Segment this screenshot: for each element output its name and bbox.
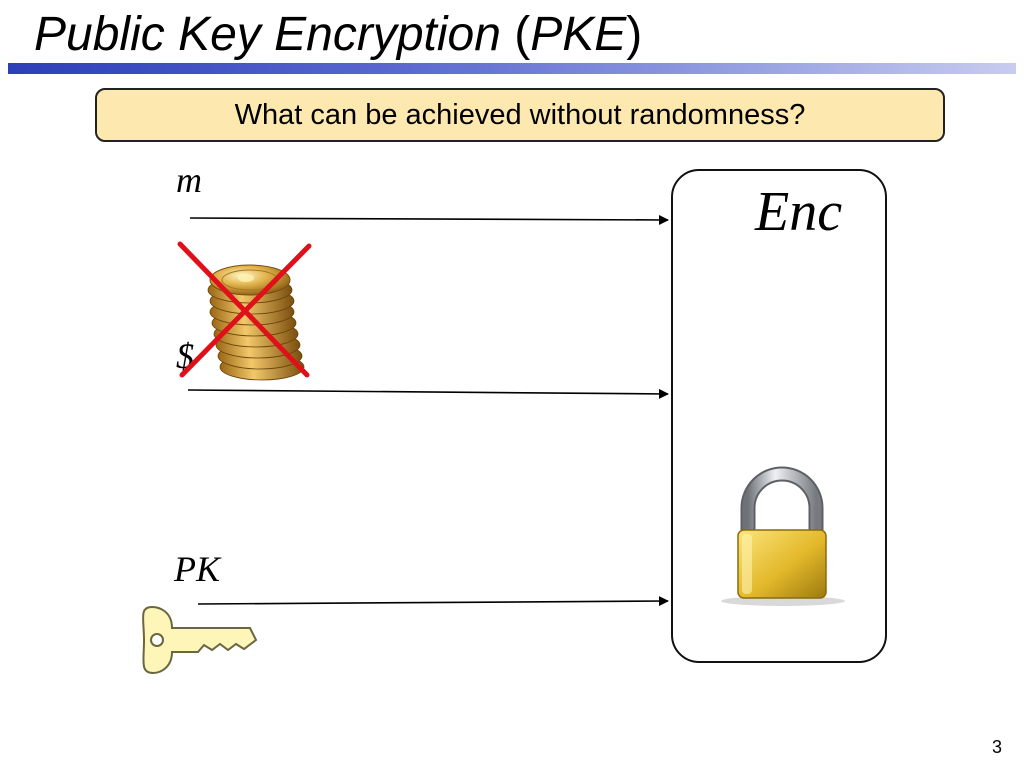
- title-underline: [8, 63, 1016, 74]
- title-main: Public Key Encryption: [34, 8, 501, 61]
- arrow-pk: [197, 596, 669, 607]
- red-x-icon: [177, 241, 312, 378]
- arrow-dollar: [187, 388, 669, 399]
- padlock-icon: [721, 466, 845, 606]
- page-number: 3: [991, 737, 1002, 757]
- input-label-pk: PK: [174, 549, 221, 589]
- input-label-m: m: [176, 160, 202, 200]
- enc-label: Enc: [755, 181, 843, 243]
- slide-title: Public Key Encryption (PKE): [34, 6, 642, 64]
- title-close-paren: ): [626, 8, 643, 61]
- key-icon: [142, 605, 258, 675]
- question-banner: What can be achieved without randomness?: [95, 88, 945, 142]
- title-open-paren: (: [514, 8, 531, 61]
- banner-text: What can be achieved without randomness?: [234, 98, 806, 131]
- arrow-m: [189, 214, 669, 225]
- title-abbr: PKE: [530, 8, 627, 61]
